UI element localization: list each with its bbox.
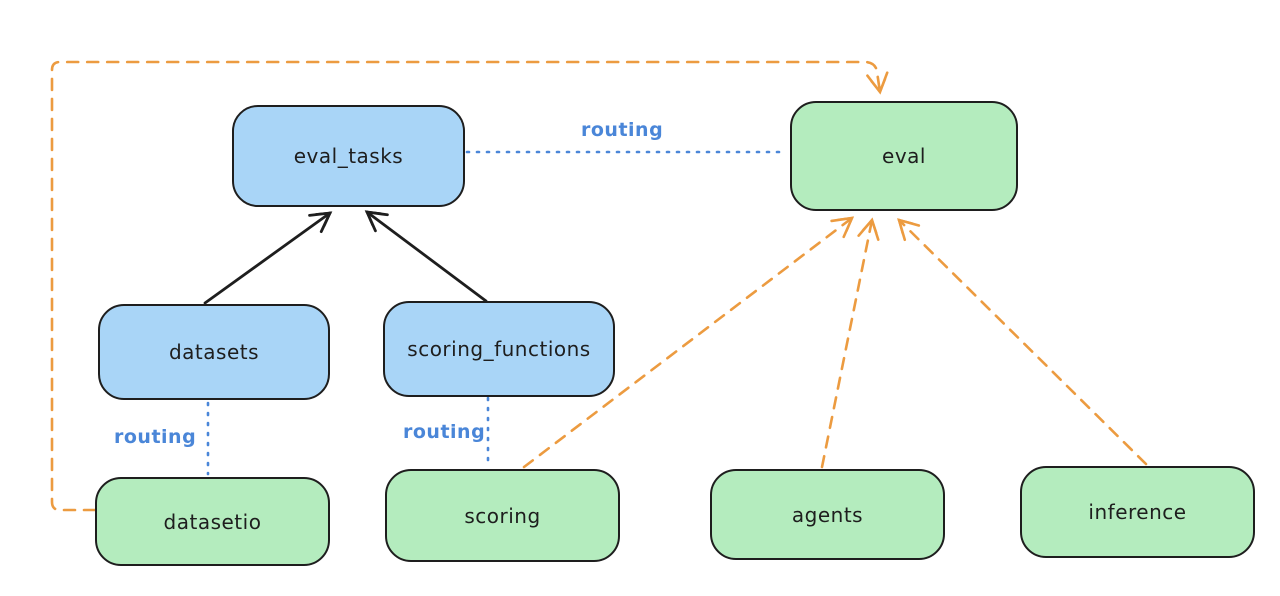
node-eval_tasks-label: eval_tasks xyxy=(293,144,404,168)
node-agents-label: agents xyxy=(791,502,864,527)
edge-inference-to-eval xyxy=(897,218,1148,466)
node-inference: inference xyxy=(1020,466,1255,558)
node-eval: eval xyxy=(790,101,1018,211)
node-datasetio: datasetio xyxy=(95,477,330,566)
routing-label-eval_tasks-eval: routing xyxy=(581,119,664,141)
node-datasets-label: datasets xyxy=(168,340,260,364)
node-scoring_functions-label: scoring_functions xyxy=(407,337,591,361)
edge-scoring_functions-to-eval_tasks xyxy=(364,210,488,303)
node-eval-label: eval xyxy=(882,144,926,168)
node-scoring-label: scoring xyxy=(464,503,541,528)
edge-datasets-to-eval_tasks xyxy=(203,211,333,305)
routing-label-scoring_functions-scoring: routing xyxy=(403,421,486,443)
node-agents: agents xyxy=(710,469,945,560)
node-scoring_functions: scoring_functions xyxy=(383,301,615,397)
node-scoring: scoring xyxy=(385,469,620,562)
edge-scoring-to-eval xyxy=(522,216,855,469)
node-inference-label: inference xyxy=(1088,500,1187,524)
node-datasetio-label: datasetio xyxy=(163,509,262,534)
edge-datasetio-to-eval xyxy=(50,60,889,512)
node-datasets: datasets xyxy=(98,304,330,400)
node-eval_tasks: eval_tasks xyxy=(232,105,465,207)
routing-label-datasets-datasetio: routing xyxy=(114,426,197,448)
edge-agents-to-eval xyxy=(820,217,880,469)
